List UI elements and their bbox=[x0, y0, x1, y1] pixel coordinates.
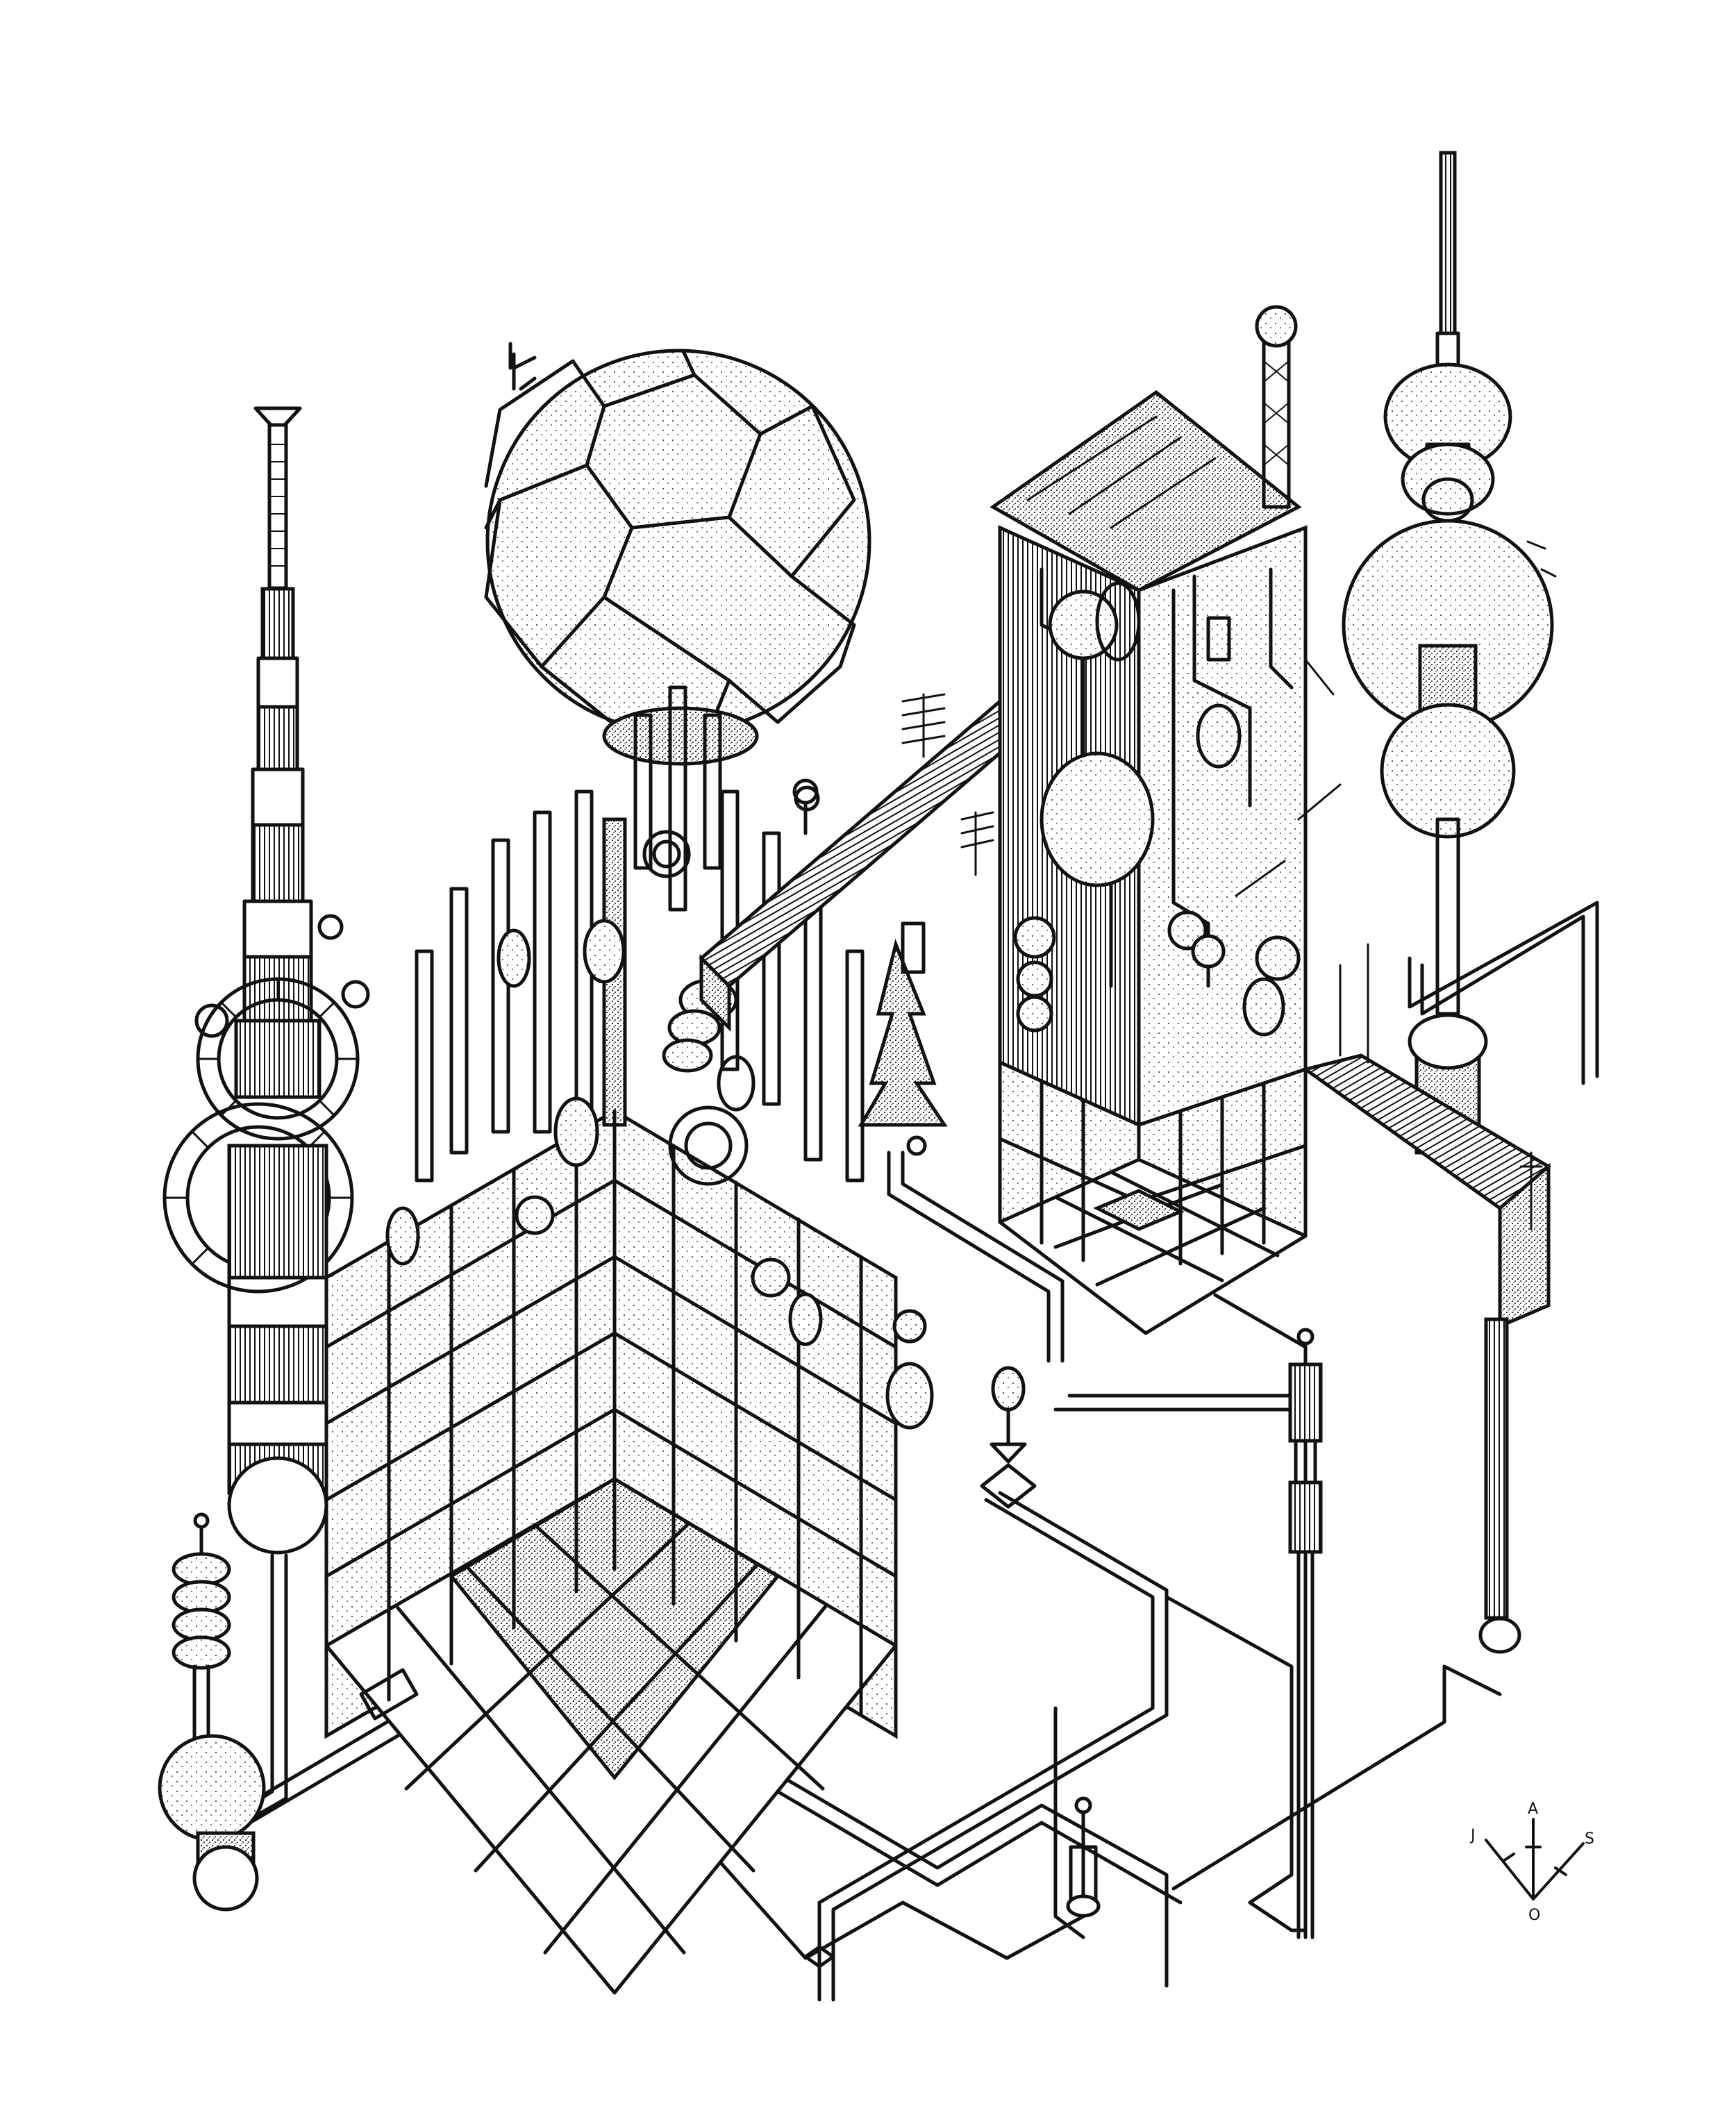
signature-letter-s: S bbox=[1585, 1830, 1594, 1848]
diagonal-beam bbox=[699, 699, 1030, 1033]
disc-stack-lower-left bbox=[158, 1512, 266, 1912]
signature-letter-j: J bbox=[1469, 1827, 1476, 1844]
signature-mark: A J S O bbox=[1469, 1800, 1594, 1924]
signature-letter-o: O bbox=[1528, 1907, 1540, 1924]
right-disc-tower bbox=[1301, 151, 1599, 1654]
lattice-cube bbox=[324, 778, 934, 1995]
lower-devices bbox=[803, 1328, 1323, 1969]
signature-letter-a: A bbox=[1528, 1800, 1538, 1818]
right-slab-tower bbox=[794, 305, 1342, 1335]
tree-icon bbox=[858, 921, 948, 1156]
left-antenna-tower bbox=[162, 406, 426, 1825]
pipe-network bbox=[692, 1151, 1502, 2002]
geodesic-sphere bbox=[484, 342, 871, 912]
